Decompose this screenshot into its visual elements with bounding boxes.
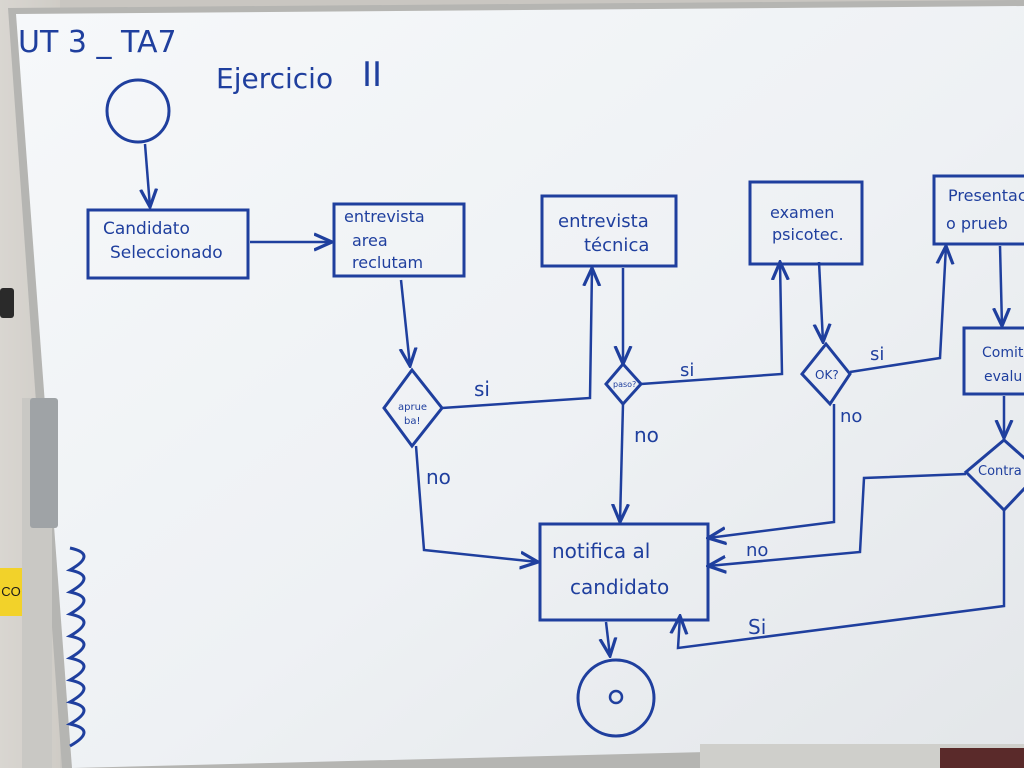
node-notifica-line2: candidato <box>570 575 669 599</box>
edge-label-no-3: no <box>840 406 862 427</box>
magnet <box>0 288 14 318</box>
edge-paso-si-to-examen <box>640 262 782 386</box>
end-node-inner <box>608 689 624 705</box>
coiled-cable <box>65 546 86 748</box>
node-comite-line2: evalu <box>984 369 1022 385</box>
edge-aprobado-no-to-notifica <box>414 445 538 562</box>
node-entrevista-area-line3: reclutam <box>352 253 423 272</box>
edge-label-si-2: si <box>680 360 694 381</box>
node-examen-line2: psicotec. <box>772 225 844 244</box>
edge-contrata-no-to-notifica <box>708 472 967 566</box>
red-object <box>940 748 1024 768</box>
edge-aprobado-si-to-tecnica <box>441 268 592 410</box>
decision-paso-label: paso? <box>613 380 636 389</box>
decision-contrata-label: Contra <box>978 464 1022 479</box>
edge-label-si-4: Si <box>748 615 766 639</box>
decision-ok <box>800 341 852 407</box>
edge-ok-no-to-notifica <box>708 404 836 538</box>
node-candidato-seleccionado <box>86 208 250 280</box>
decision-aprobado <box>382 367 444 449</box>
edge-contrata-si-to-notifica <box>678 510 1006 650</box>
edge-label-no-1: no <box>426 465 451 489</box>
exercise-numeral: II <box>362 55 382 95</box>
node-entrevista-area-line2: area <box>352 231 388 250</box>
node-tecnica-line2: técnica <box>584 235 649 256</box>
node-presentacion-line1: Presentac <box>948 186 1024 205</box>
edge-examen-to-ok <box>819 261 823 342</box>
edge-label-si-3: si <box>870 344 884 365</box>
board-surface <box>16 6 1024 768</box>
node-comite <box>962 326 1024 396</box>
end-node <box>576 658 656 738</box>
node-tecnica-line1: entrevista <box>558 211 649 232</box>
exercise-label: Ejercicio <box>216 62 333 95</box>
edge-paso-no-to-notifica <box>620 403 623 522</box>
start-node <box>105 78 171 144</box>
node-examen-psicotec <box>748 180 864 266</box>
node-entrevista-tecnica <box>540 194 678 268</box>
board-title: UT 3 _ TA7 <box>18 25 177 60</box>
edge-label-si-1: si <box>474 377 490 401</box>
edge-notifica-to-end <box>606 621 610 656</box>
edge-area-to-aprobado <box>401 279 410 366</box>
edge-label-no-2: no <box>634 423 659 447</box>
node-presentacion-line2: o prueb <box>946 214 1008 233</box>
node-notifica-line1: notifica al <box>552 539 650 563</box>
board-clip <box>30 398 58 528</box>
edge-presentacion-to-comite <box>1000 245 1002 326</box>
node-comite-line1: Comit <box>982 345 1024 361</box>
decision-ok-label: OK? <box>815 368 839 382</box>
decision-aprobado-line2: ba! <box>404 416 420 427</box>
node-candidato-line2: Seleccionado <box>110 243 223 263</box>
edge-start-to-candidato <box>145 143 150 207</box>
node-entrevista-area <box>332 202 466 278</box>
node-examen-line1: examen <box>770 203 834 222</box>
yellow-sticker: CO <box>0 568 22 616</box>
decision-aprobado-line1: aprue <box>398 402 427 413</box>
node-notifica <box>538 522 710 622</box>
node-entrevista-area-line1: entrevista <box>344 207 425 226</box>
node-candidato-line1: Candidato <box>103 219 190 239</box>
edge-ok-si-to-presentacion <box>849 246 946 374</box>
edge-label-no-4: no <box>746 540 768 561</box>
node-presentacion <box>932 174 1024 246</box>
